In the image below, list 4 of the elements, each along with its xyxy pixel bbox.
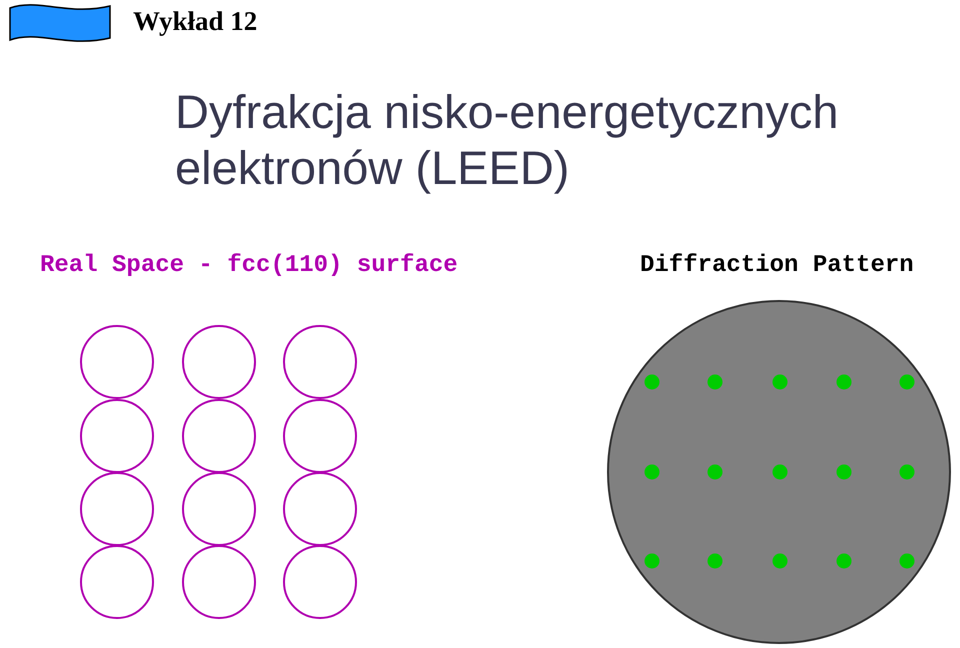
lecture-number: Wykład 12	[133, 6, 258, 37]
panel-caption: Real Space - fcc(110) surface	[40, 252, 458, 279]
panel-caption: Diffraction Pattern	[640, 252, 914, 279]
title: Dyfrakcja nisko-energetycznych elektronów (LEED)	[175, 84, 840, 196]
